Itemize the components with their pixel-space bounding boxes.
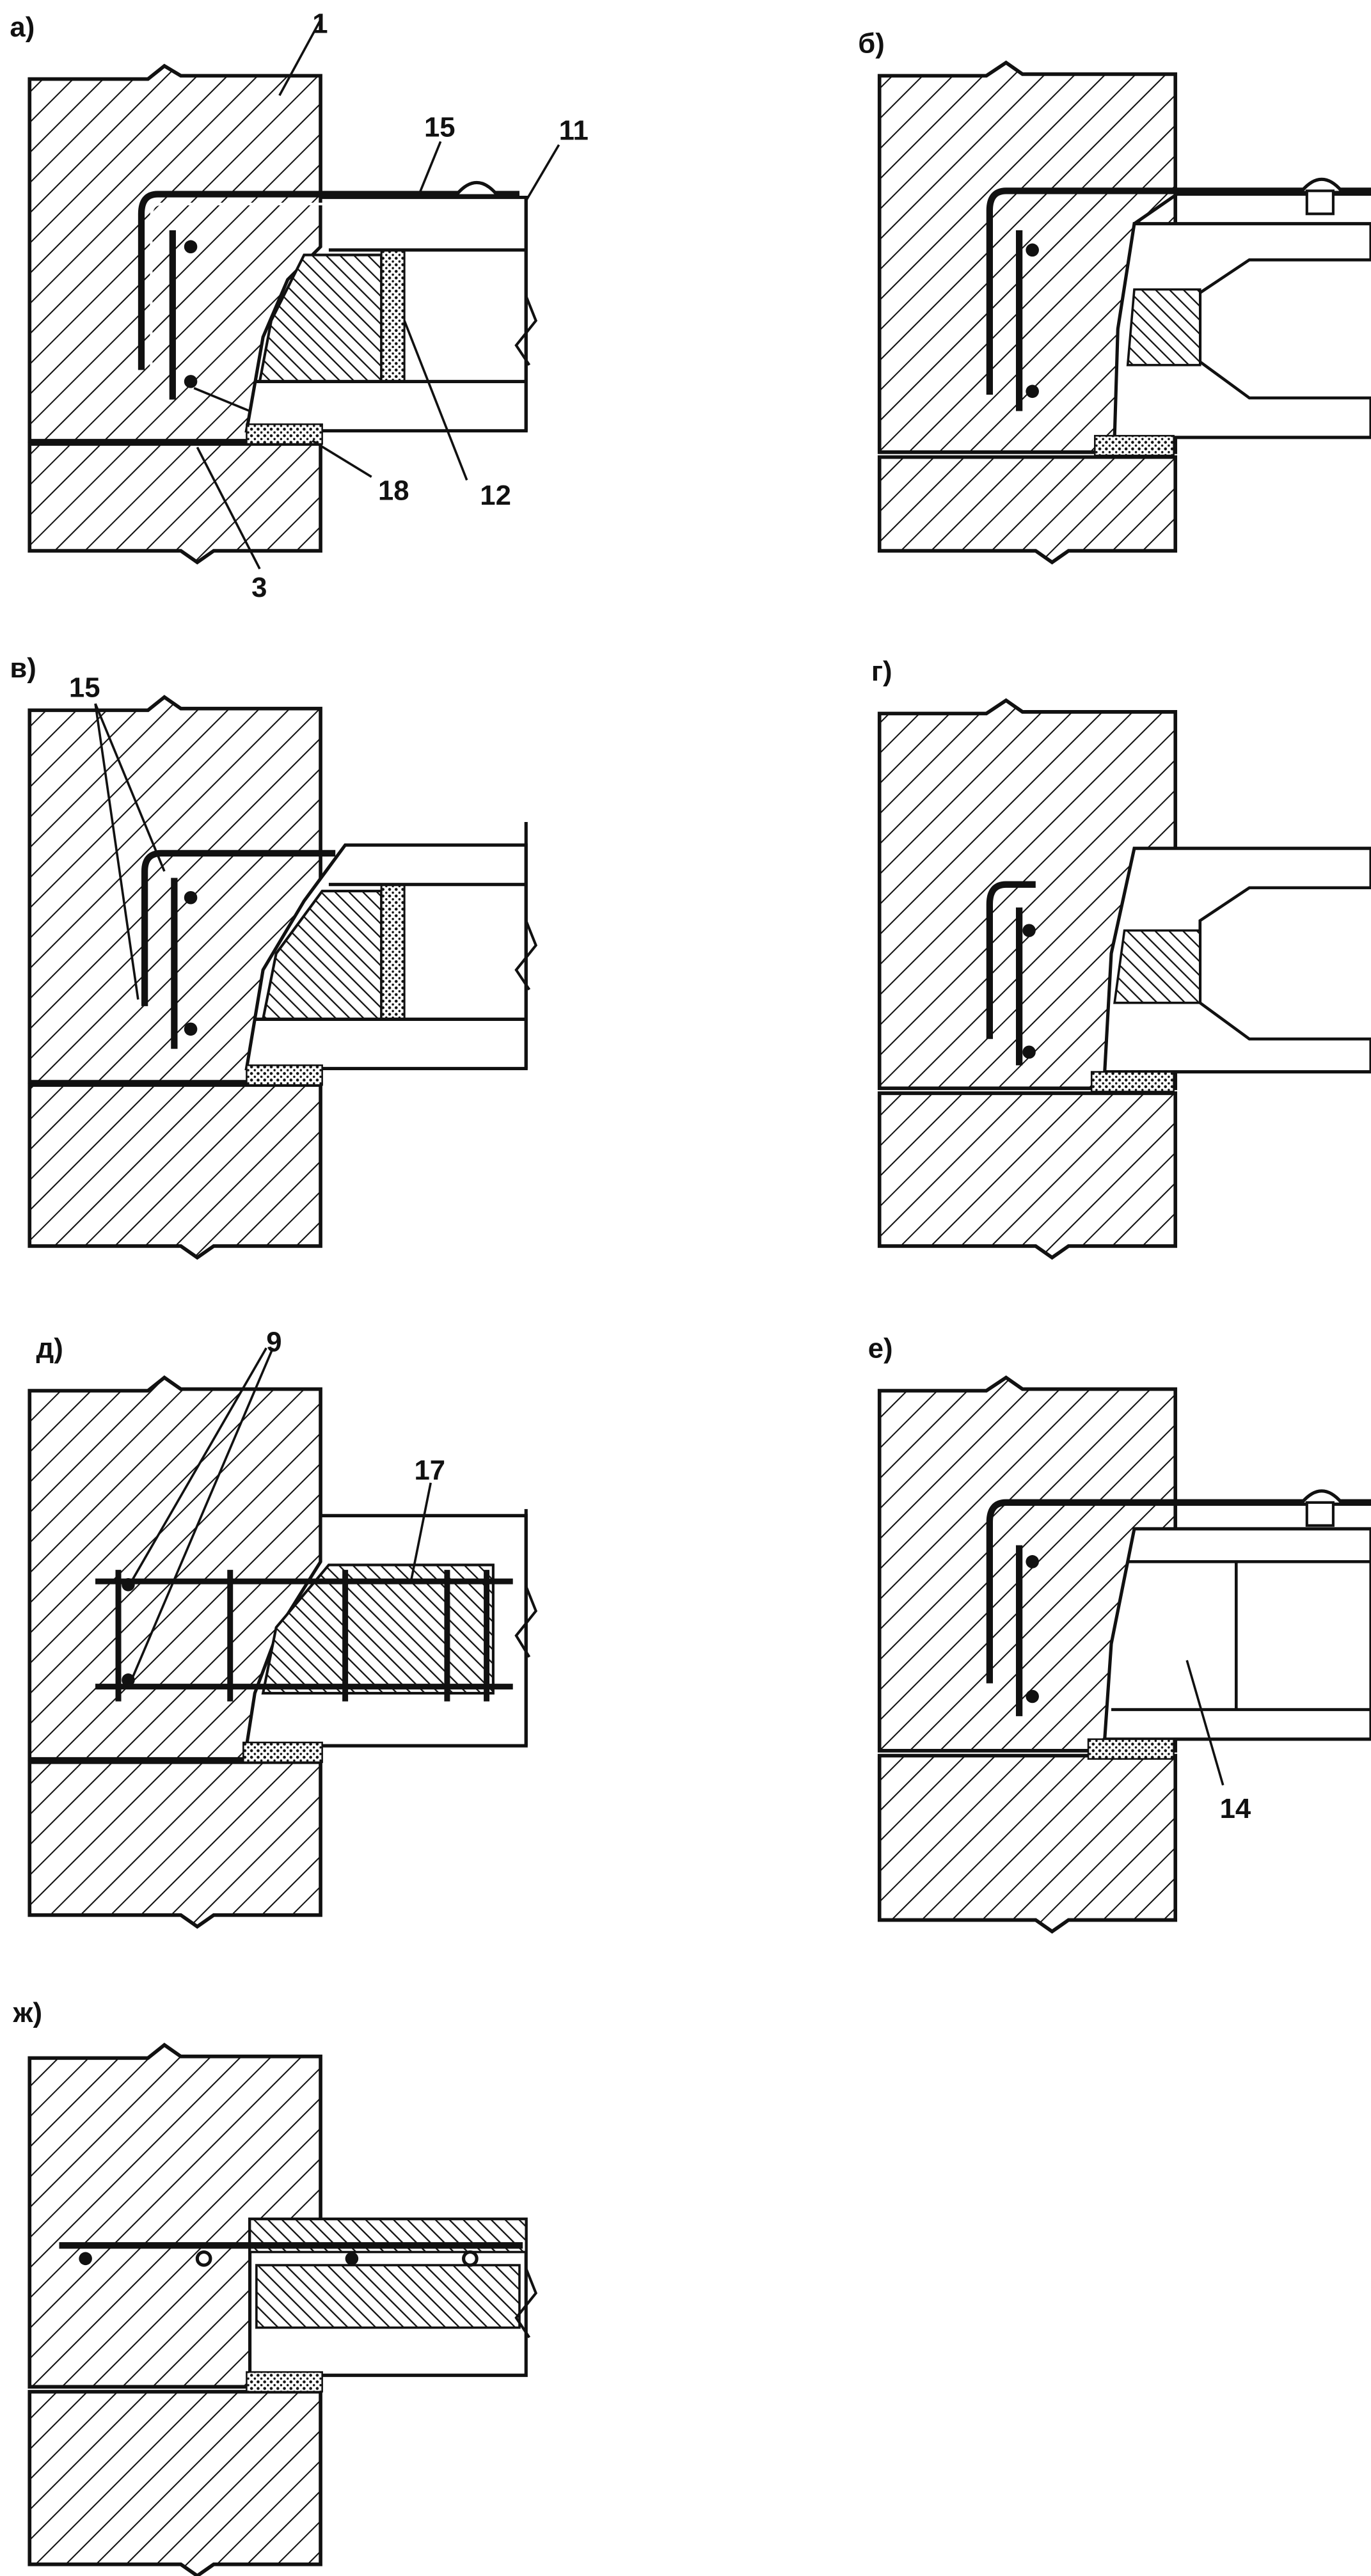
panel-zh-label: ж) xyxy=(13,1997,43,2028)
lower-wall xyxy=(877,455,1178,565)
lower-wall xyxy=(28,1760,322,1929)
callout-3: 3 xyxy=(251,572,267,603)
callout-1: 1 xyxy=(312,8,328,40)
seal-strip xyxy=(380,883,406,1020)
mortar-bed xyxy=(1087,1738,1175,1760)
rebar-cage xyxy=(95,1570,513,1702)
slab-void xyxy=(1198,886,1371,1041)
panel-v: в) 15 xyxy=(10,652,538,1260)
panel-b: б) xyxy=(858,28,1371,565)
anchor-bar xyxy=(141,849,336,1006)
lower-wall xyxy=(28,442,322,565)
upper-wall xyxy=(877,60,1178,454)
lower-wall xyxy=(28,1083,322,1260)
lower-wall xyxy=(877,1091,1178,1260)
concrete-fill xyxy=(261,1563,495,1695)
callout-9: 9 xyxy=(266,1326,281,1357)
panel-v-label: в) xyxy=(10,652,36,684)
callout-15: 15 xyxy=(69,672,100,704)
callout-11: 11 xyxy=(559,115,589,146)
callout-18: 18 xyxy=(378,475,409,506)
callout-14: 14 xyxy=(1220,1793,1251,1824)
upper-wall xyxy=(28,2043,322,2389)
panel-a-label: а) xyxy=(10,12,35,43)
panel-g-label: г) xyxy=(871,656,892,687)
upper-wall xyxy=(28,1375,322,1761)
panel-zh: ж) xyxy=(13,1997,538,2576)
callout-15: 15 xyxy=(424,112,456,143)
anchor-bar xyxy=(138,191,519,370)
mortar-bed xyxy=(246,1064,323,1086)
lower-wall xyxy=(877,1753,1178,1934)
slab-void xyxy=(1198,258,1371,400)
panel-b-label: б) xyxy=(858,28,885,59)
mortar-bed xyxy=(1090,1071,1175,1093)
seal-strip xyxy=(380,249,406,383)
callout-12: 12 xyxy=(480,480,511,511)
panel-a: а) 1 15 11 12 18 3 xyxy=(10,8,588,603)
anchor-bar xyxy=(986,881,1036,1039)
anchor-bar xyxy=(986,1499,1371,1684)
anchor-bar xyxy=(986,187,1371,395)
callout-17: 17 xyxy=(415,1455,446,1486)
lower-wall xyxy=(28,2390,322,2576)
panel-g: г) xyxy=(871,656,1371,1260)
mortar-bed xyxy=(246,423,323,445)
panel-d-label: д) xyxy=(36,1333,63,1364)
mortar-bed xyxy=(242,1741,323,1764)
panel-e-label: е) xyxy=(868,1333,893,1364)
concrete-fill xyxy=(255,2264,521,2329)
mortar-bed xyxy=(1094,434,1175,457)
concrete-plug xyxy=(1113,929,1201,1004)
mortar-bed xyxy=(246,2371,323,2393)
concrete-plug xyxy=(1126,288,1201,367)
panel-e: е) 14 xyxy=(868,1333,1371,1934)
panel-d: д) 9 17 xyxy=(28,1326,538,1929)
ribbed-slab-end xyxy=(1102,1527,1371,1741)
upper-wall xyxy=(877,698,1178,1091)
